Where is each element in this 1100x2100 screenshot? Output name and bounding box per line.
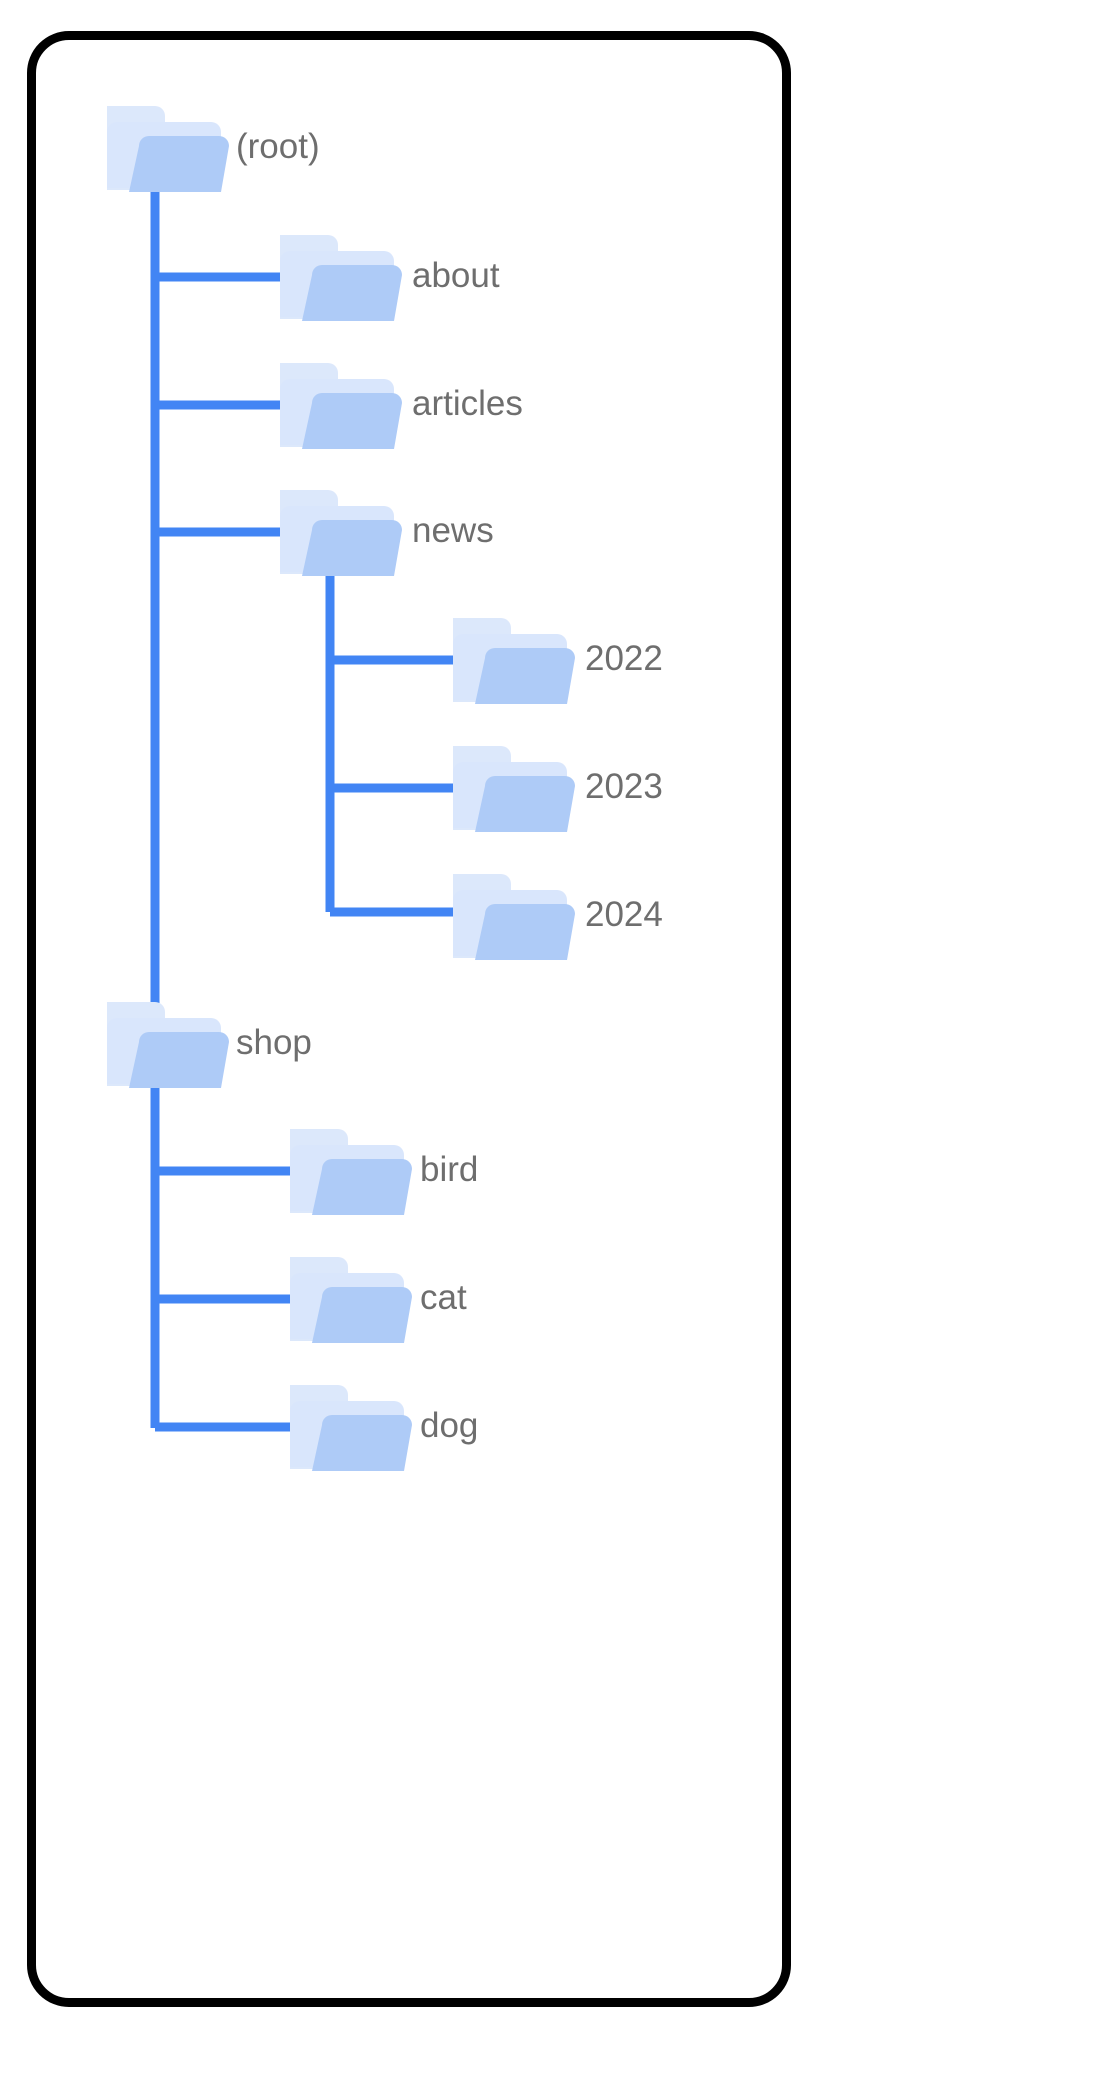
node-label-about[interactable]: about <box>412 256 500 295</box>
folder-icon-2023[interactable] <box>453 746 575 832</box>
node-label-bird[interactable]: bird <box>420 1150 479 1189</box>
folder-icon-2024[interactable] <box>453 874 575 960</box>
node-label-news[interactable]: news <box>412 511 494 550</box>
folder-icon-root[interactable] <box>107 106 229 192</box>
node-label-2022[interactable]: 2022 <box>585 639 663 678</box>
folder-icon-about[interactable] <box>280 235 402 321</box>
node-label-2024[interactable]: 2024 <box>585 895 663 934</box>
folder-icon-bird[interactable] <box>290 1129 412 1215</box>
node-label-root[interactable]: (root) <box>236 127 320 166</box>
folder-icon-articles[interactable] <box>280 363 402 449</box>
node-label-articles[interactable]: articles <box>412 384 523 423</box>
connector-lines <box>150 186 456 1432</box>
node-label-shop[interactable]: shop <box>236 1023 312 1062</box>
node-label-2023[interactable]: 2023 <box>585 767 663 806</box>
folder-icon-news[interactable] <box>280 490 402 576</box>
folder-icon-2022[interactable] <box>453 618 575 704</box>
node-label-dog[interactable]: dog <box>420 1406 479 1445</box>
folder-icon-dog[interactable] <box>290 1385 412 1471</box>
node-label-cat[interactable]: cat <box>420 1278 467 1317</box>
folder-icon-shop[interactable] <box>107 1002 229 1088</box>
folder-icon-cat[interactable] <box>290 1257 412 1343</box>
